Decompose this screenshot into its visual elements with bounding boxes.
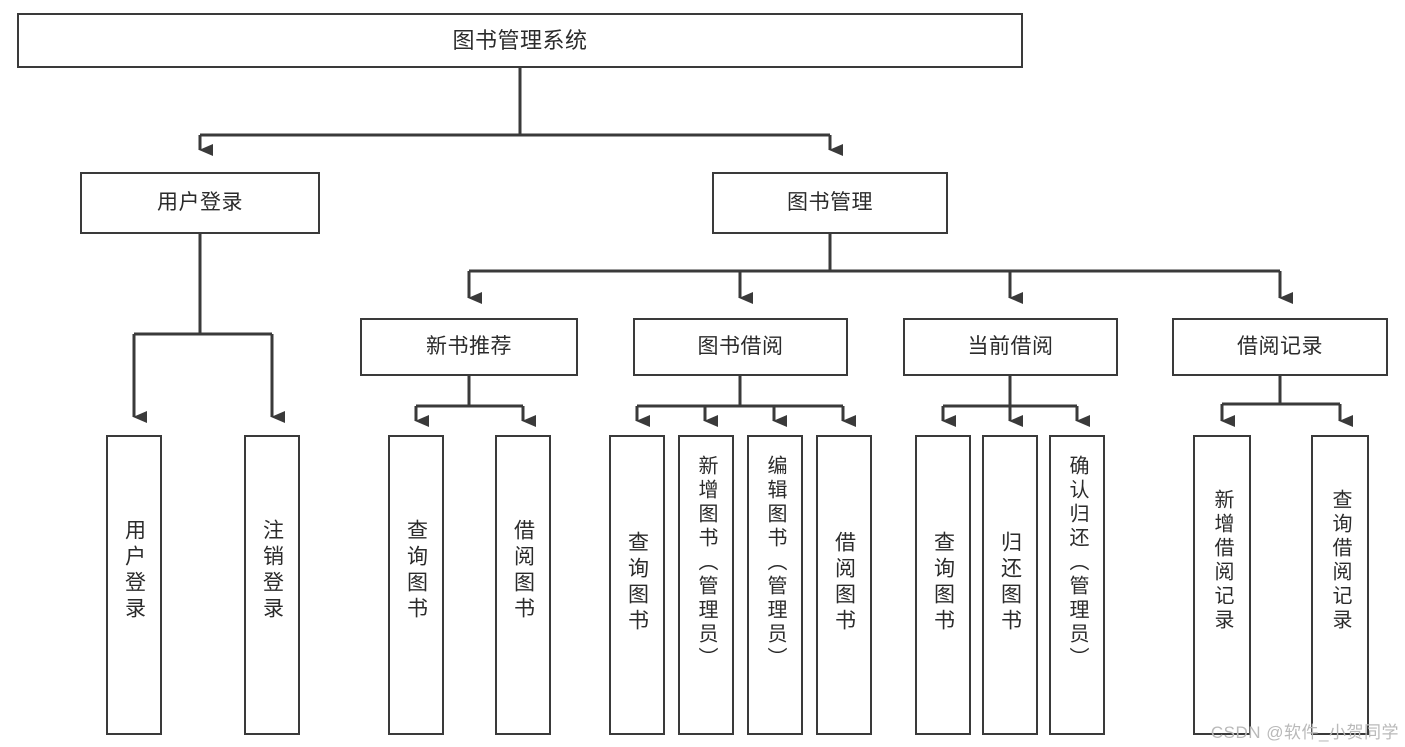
- node-leaf-query-book-1-label: 查询图书: [404, 519, 428, 623]
- node-leaf-logout-login-label: 注销登录: [260, 519, 284, 623]
- node-user-login[interactable]: 用户登录: [80, 172, 320, 234]
- node-leaf-confirm-return-admin-label: 确认归还（管理员）: [1066, 455, 1088, 671]
- node-leaf-confirm-return-admin[interactable]: 确认归还（管理员）: [1049, 435, 1105, 735]
- node-current-borrow-label: 当前借阅: [967, 334, 1054, 358]
- node-current-borrow[interactable]: 当前借阅: [903, 318, 1118, 376]
- node-leaf-add-borrow-record-label: 新增借阅记录: [1211, 489, 1233, 633]
- node-leaf-query-book-2[interactable]: 查询图书: [609, 435, 665, 735]
- node-book-borrow[interactable]: 图书借阅: [633, 318, 848, 376]
- node-book-management[interactable]: 图书管理: [712, 172, 948, 234]
- node-borrow-record-label: 借阅记录: [1237, 334, 1323, 358]
- node-book-management-label: 图书管理: [787, 190, 873, 214]
- node-borrow-record[interactable]: 借阅记录: [1172, 318, 1388, 376]
- node-leaf-return-book[interactable]: 归还图书: [982, 435, 1038, 735]
- node-root[interactable]: 图书管理系统: [17, 13, 1023, 68]
- node-leaf-query-borrow-record-label: 查询借阅记录: [1329, 489, 1351, 633]
- node-leaf-query-book-2-label: 查询图书: [625, 531, 649, 635]
- node-leaf-logout-login[interactable]: 注销登录: [244, 435, 300, 735]
- node-user-login-label: 用户登录: [157, 190, 243, 214]
- node-leaf-query-book-3-label: 查询图书: [931, 531, 955, 635]
- node-leaf-borrow-book-2-label: 借阅图书: [832, 531, 856, 635]
- node-leaf-query-book-3[interactable]: 查询图书: [915, 435, 971, 735]
- node-leaf-edit-book-admin-label: 编辑图书（管理员）: [764, 455, 786, 671]
- node-leaf-borrow-book-1-label: 借阅图书: [511, 519, 535, 623]
- node-leaf-query-borrow-record[interactable]: 查询借阅记录: [1311, 435, 1369, 735]
- node-leaf-user-login[interactable]: 用户登录: [106, 435, 162, 735]
- node-leaf-borrow-book-2[interactable]: 借阅图书: [816, 435, 872, 735]
- watermark-text: CSDN @软件_小贺同学: [1210, 723, 1399, 742]
- node-new-book-recommend[interactable]: 新书推荐: [360, 318, 578, 376]
- node-leaf-add-book-admin[interactable]: 新增图书（管理员）: [678, 435, 734, 735]
- node-book-borrow-label: 图书借阅: [697, 334, 784, 358]
- node-leaf-return-book-label: 归还图书: [998, 531, 1022, 635]
- node-leaf-add-book-admin-label: 新增图书（管理员）: [695, 455, 717, 671]
- node-new-book-recommend-label: 新书推荐: [426, 334, 512, 358]
- node-leaf-edit-book-admin[interactable]: 编辑图书（管理员）: [747, 435, 803, 735]
- node-leaf-add-borrow-record[interactable]: 新增借阅记录: [1193, 435, 1251, 735]
- node-leaf-user-login-label: 用户登录: [122, 519, 146, 623]
- node-leaf-borrow-book-1[interactable]: 借阅图书: [495, 435, 551, 735]
- node-leaf-query-book-1[interactable]: 查询图书: [388, 435, 444, 735]
- node-root-label: 图书管理系统: [452, 27, 588, 53]
